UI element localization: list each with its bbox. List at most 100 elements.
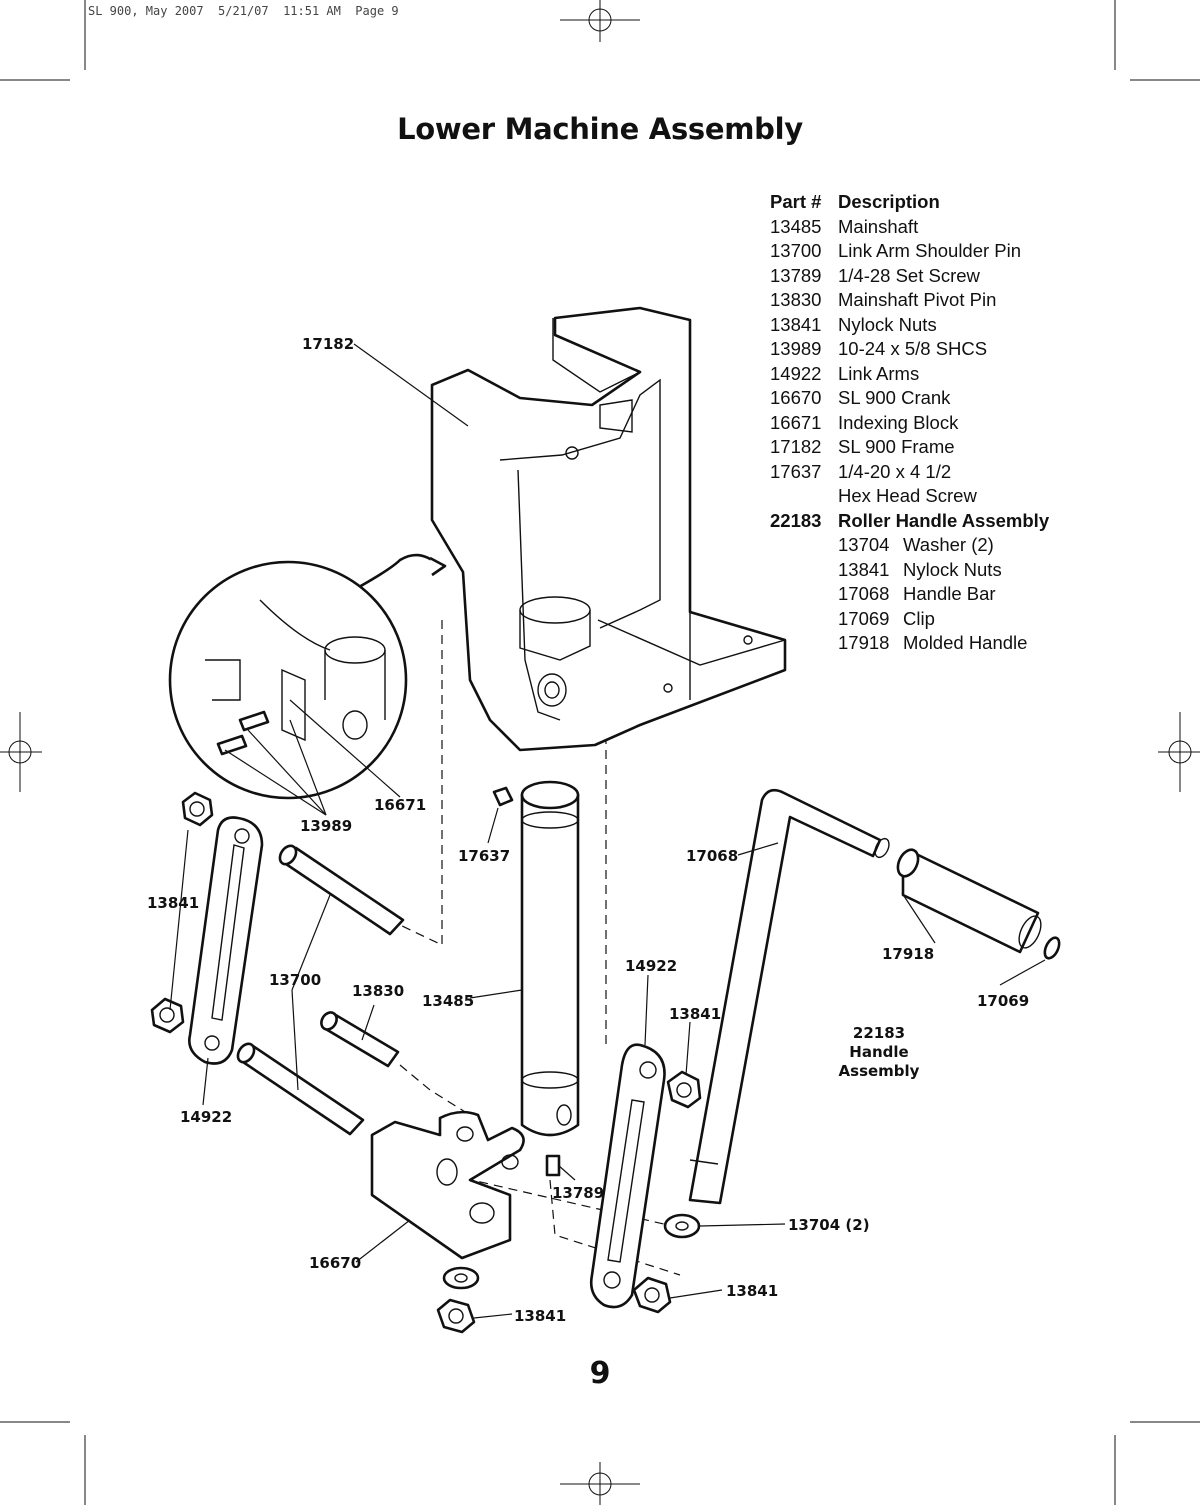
callout-crank: 16670 [309,1254,361,1272]
part-number: 17918 [838,632,890,653]
parts-row: 13485 Mainshaft [770,215,1049,240]
callout-handle-bar: 17068 [686,847,738,865]
callout-nut-top-left: 13841 [147,894,199,912]
part-description: Clip [903,607,935,629]
part-description: Mainshaft Pivot Pin [838,289,997,310]
part-number: 17068 [838,583,890,604]
part-description: Nylock Nuts [838,313,937,335]
part-number: 17182 [770,436,822,457]
registration-mark-bottom [560,1462,640,1505]
parts-row: 17182 SL 900 Frame [770,435,1049,460]
part-number-header: Part # [770,191,822,212]
callout-molded-handle: 17918 [882,945,934,963]
part-number: 13841 [770,313,822,335]
assembly-number: 22183 [770,509,822,531]
callout-shcs: 13989 [300,817,352,835]
part-description: Mainshaft [838,215,919,237]
assembly-guide-lines [399,620,691,1276]
nylock-nut-bottom-right-part [632,1276,672,1314]
part-description: Link Arm Shoulder Pin [838,240,1022,261]
registration-mark-left [0,712,42,792]
link-arm-right-part [589,1043,666,1309]
assembly-part-row: 17069 Clip [838,607,1049,632]
part-number: 13841 [838,558,890,580]
assembly-row: 22183 Roller Handle Assembly [770,509,1049,534]
callout-handle-assembly-line2: Assembly [839,1062,920,1080]
part-description: Handle Bar [903,583,996,604]
nylock-nut-top-left-part [181,791,214,827]
callout-mainshaft: 13485 [422,992,474,1010]
part-number: 13704 [838,534,890,555]
nylock-nut-right-part [666,1070,702,1109]
callout-indexing-block: 16671 [374,796,426,814]
registration-mark-right [1158,712,1200,792]
part-description: Link Arms [838,362,920,384]
part-description: Washer (2) [903,534,994,555]
part-description: Hex Head Screw [838,485,977,506]
callout-nut-bottom: 13841 [514,1307,566,1325]
callout-link-arm-right: 14922 [625,957,677,975]
parts-row: 17637 1/4-20 x 4 1/2 [770,460,1049,485]
clip-part [1043,936,1061,960]
part-number: 16671 [770,411,822,433]
shoulder-pin-lower-part [236,1042,365,1136]
callout-handle-assembly-number: 22183 [853,1024,905,1042]
detail-inset [168,553,447,800]
assembly-part-row: 13704 Washer (2) [838,533,1049,558]
callout-washer: 13704 (2) [788,1216,870,1234]
frame-part [430,306,787,752]
parts-row: 16671 Indexing Block [770,411,1049,436]
parts-row: 13841 Nylock Nuts [770,313,1049,338]
assembly-part-row: 17918 Molded Handle [838,631,1049,656]
callout-hex-screw: 17637 [458,847,510,865]
parts-list-header: Part # Description [770,190,1049,215]
set-screw-part [545,1154,561,1177]
callout-pivot-pin: 13830 [352,982,404,1000]
callout-frame: 17182 [302,335,354,353]
parts-row: 16670 SL 900 Crank [770,386,1049,411]
parts-row: 13989 10-24 x 5/8 SHCS [770,337,1049,362]
part-description: Nylock Nuts [903,558,1002,580]
assembly-description: Roller Handle Assembly [838,509,1050,531]
part-description: 10-24 x 5/8 SHCS [838,338,988,359]
print-header: SL 900, May 2007 5/21/07 11:51 AM Page 9 [88,4,399,18]
registration-mark-top [560,0,640,42]
washer-part [663,1213,701,1239]
page-number: 9 [589,1356,611,1391]
parts-row: Hex Head Screw [770,484,1049,509]
callout-link-arm-left: 14922 [180,1108,232,1126]
callout-shoulder-pin: 13700 [269,971,321,989]
part-number: 17637 [770,460,822,482]
assembly-part-row: 17068 Handle Bar [838,582,1049,607]
callout-set-screw: 13789 [552,1184,604,1202]
molded-handle-part [896,848,1042,954]
part-number: 13700 [770,240,822,261]
part-description: SL 900 Frame [838,436,955,457]
part-description: SL 900 Crank [838,387,951,408]
part-description: 1/4-20 x 4 1/2 [838,460,952,482]
part-number: 13989 [770,338,822,359]
nylock-nut-mid-left-part [150,997,185,1034]
description-header: Description [838,191,940,212]
part-description: Indexing Block [838,411,959,433]
part-number: 16670 [770,387,822,408]
pivot-pin-part [320,1011,400,1068]
part-number: 17069 [838,607,890,629]
part-number: 13485 [770,215,822,237]
link-arm-left-part [188,816,264,1065]
part-number: 13830 [770,289,822,310]
callout-nut-bottom-right: 13841 [726,1282,778,1300]
part-description: Molded Handle [903,632,1028,653]
nylock-nut-bottom-part [436,1298,476,1334]
callout-clip: 17069 [977,992,1029,1010]
assembly-part-row: 13841 Nylock Nuts [838,558,1049,583]
parts-row: 14922 Link Arms [770,362,1049,387]
part-number: 14922 [770,362,822,384]
hex-head-screw-part [492,786,514,807]
leader-lines [169,343,1046,1319]
parts-row: 13700 Link Arm Shoulder Pin [770,239,1049,264]
